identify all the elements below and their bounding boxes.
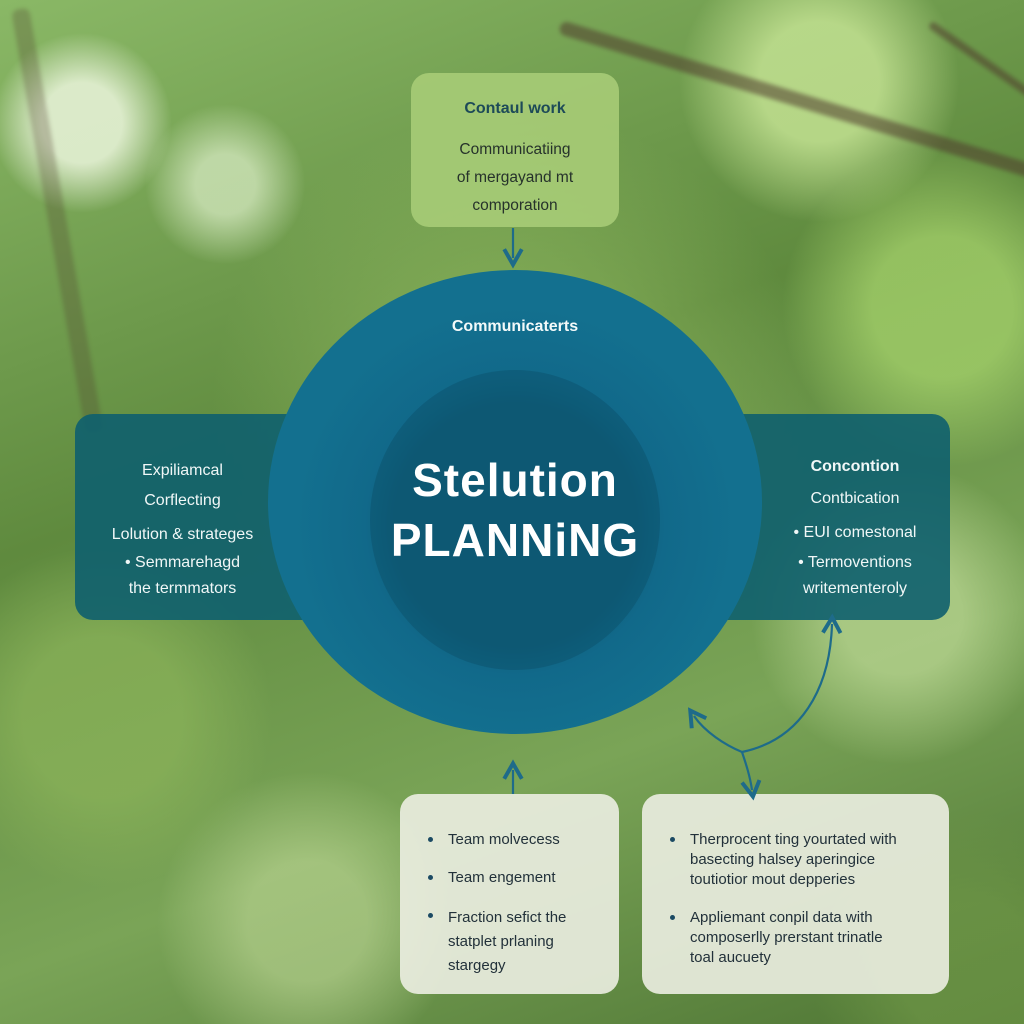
- left-band-line: Expiliamcal: [142, 462, 223, 479]
- list-item: Appliemant conpil data with composerlly …: [670, 908, 929, 968]
- left-band-bullet: • Semmarehagd: [125, 554, 240, 571]
- list-item: Team molvecess: [428, 830, 599, 850]
- top-card: Contaul work Communicatiing of mergayand…: [411, 73, 619, 227]
- list-item: Fraction sefict the statplet prlaning st…: [428, 906, 599, 978]
- list-item: Therprocent ting yourtated with basectin…: [670, 830, 929, 890]
- inner-circle: [370, 370, 660, 670]
- left-band-text: Expiliamcal Corflecting Lolution & strat…: [75, 456, 290, 602]
- bottom-left-card: Team molvecess Team engement Fraction se…: [400, 794, 619, 994]
- list-item-text: toal aucuety: [690, 949, 771, 966]
- circle-label: Communicaterts: [451, 318, 579, 335]
- central-title: Stelution PLANNiNG: [320, 450, 710, 570]
- bottom-right-card: Therprocent ting yourtated with basectin…: [642, 794, 949, 994]
- right-band-title: Concontion: [810, 458, 900, 475]
- central-circle: [268, 270, 762, 734]
- bullet-dot: [670, 837, 675, 842]
- bullet-dot: [428, 875, 433, 880]
- list-item-text: Appliemant conpil data with: [690, 909, 873, 926]
- list-item-text: stargegy: [448, 957, 506, 974]
- central-title-line: PLANNiNG: [390, 514, 640, 566]
- bullet-dot: [670, 915, 675, 920]
- list-item-text: basecting halsey aperingice: [690, 851, 876, 868]
- top-card-line: comporation: [472, 197, 558, 214]
- list-item-text: composerlly prerstant trinatle: [690, 929, 883, 946]
- right-band-bullet: • EUI comestonal: [793, 524, 917, 541]
- top-card-line: Communicatiing: [459, 141, 571, 158]
- list-item-text: statplet prlaning: [448, 933, 554, 950]
- bullet-dot: [428, 913, 433, 918]
- top-card-title: Contaul work: [464, 100, 566, 117]
- list-item-text: Team molvecess: [448, 831, 560, 848]
- right-band-bullet-cont: writementeroly: [802, 580, 908, 597]
- right-band-text: Concontion Contbication • EUI comestonal…: [760, 452, 950, 600]
- list-item-text: Therprocent ting yourtated with: [690, 831, 897, 848]
- list-item-text: toutiotior mout depperies: [690, 871, 856, 888]
- left-band-line: Corflecting: [144, 492, 221, 509]
- right-band-bullet: • Termoventions: [798, 554, 912, 571]
- list-item-text: Team engement: [448, 869, 556, 886]
- bullet-dot: [428, 837, 433, 842]
- list-item-text: Fraction sefict the: [448, 909, 567, 926]
- left-band-line: Lolution & strateges: [111, 526, 254, 543]
- list-item: Team engement: [428, 868, 599, 888]
- top-card-line: of mergayand mt: [456, 169, 574, 186]
- central-title-line: Stelution: [412, 454, 618, 506]
- left-band-bullet-cont: the termmators: [128, 580, 237, 597]
- right-band-line: Contbication: [810, 490, 900, 507]
